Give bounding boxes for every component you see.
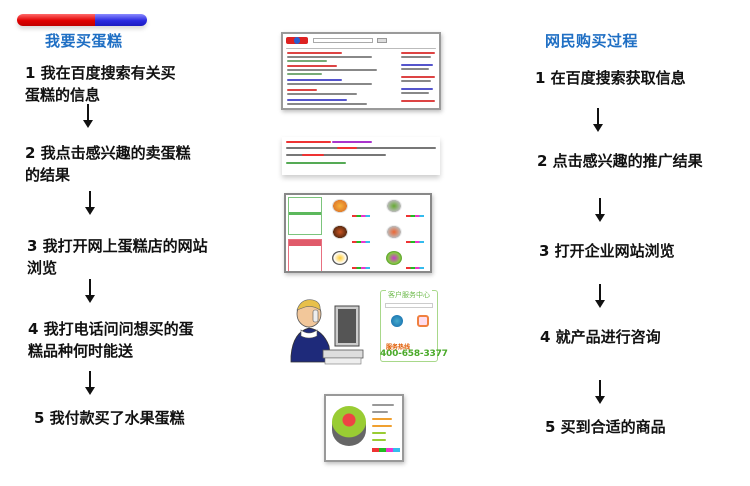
search-button-graphic xyxy=(377,38,387,43)
left-step-4-line1: 4 我打电话问问想买的蛋 xyxy=(28,320,194,338)
right-step-3: 3 打开企业网站浏览 xyxy=(539,242,675,260)
down-arrow-icon xyxy=(85,371,95,395)
down-arrow-icon xyxy=(595,380,605,404)
left-step-5: 5 我付款买了水果蛋糕 xyxy=(34,407,185,429)
right-step-4: 4 就产品进行咨询 xyxy=(540,328,661,346)
bar-red-segment xyxy=(17,14,95,26)
customer-service-title: 客户服务中心 xyxy=(386,290,432,300)
hotline-label: 服务热线 xyxy=(386,344,411,351)
left-step-3-line2: 浏览 xyxy=(27,259,58,277)
cake-shop-website-screenshot xyxy=(284,193,432,273)
search-box-graphic xyxy=(313,38,373,43)
left-step-1-line2: 蛋糕的信息 xyxy=(25,86,101,104)
cake-image xyxy=(386,225,402,239)
right-step-5: 5 买到合适的商品 xyxy=(545,418,666,436)
right-step-2: 2 点击感兴趣的推广结果 xyxy=(537,152,703,170)
left-step-2: 2 我点击感兴趣的卖蛋糕 的结果 xyxy=(25,142,191,186)
left-step-1: 1 我在百度搜索有关买 蛋糕的信息 xyxy=(25,62,176,106)
down-arrow-icon xyxy=(595,198,605,222)
down-arrow-icon xyxy=(85,279,95,303)
sponsored-ad-snippet-screenshot xyxy=(282,137,440,175)
down-arrow-icon xyxy=(595,284,605,308)
cake-image xyxy=(386,199,402,213)
dropdown-graphic xyxy=(385,303,433,308)
left-step-1-line1: 1 我在百度搜索有关买 xyxy=(25,64,176,82)
down-arrow-icon xyxy=(85,191,95,215)
left-step-5-line1: 5 我付款买了水果蛋糕 xyxy=(34,409,185,427)
bar-blue-segment xyxy=(95,14,147,26)
cake-product-screenshot xyxy=(324,394,404,462)
left-step-4-line2: 糕品种何时能送 xyxy=(28,342,134,360)
down-arrow-icon xyxy=(593,108,603,132)
left-column-title: 我要买蛋糕 xyxy=(45,32,123,50)
cake-image xyxy=(332,251,348,265)
customer-service-panel xyxy=(380,290,438,362)
baidu-search-results-screenshot xyxy=(281,32,441,110)
header-decorative-bar xyxy=(17,14,147,26)
left-step-3: 3 我打开网上蛋糕店的网站 浏览 xyxy=(27,235,208,279)
baidu-logo-icon xyxy=(286,37,308,44)
right-column-title: 网民购买过程 xyxy=(545,32,639,50)
msn-icon xyxy=(391,315,403,327)
cake-image xyxy=(332,225,348,239)
left-step-4: 4 我打电话问问想买的蛋 糕品种何时能送 xyxy=(28,318,194,362)
fruit-cake-image xyxy=(332,406,366,446)
cake-image xyxy=(386,251,402,265)
left-step-2-line2: 的结果 xyxy=(25,166,71,184)
right-step-1: 1 在百度搜索获取信息 xyxy=(535,69,686,87)
hotline-number: 400-658-3377 xyxy=(380,349,448,359)
online-chat-icon xyxy=(417,315,429,327)
cake-image xyxy=(332,199,348,213)
left-step-2-line1: 2 我点击感兴趣的卖蛋糕 xyxy=(25,144,191,162)
down-arrow-icon xyxy=(83,104,93,128)
customer-on-phone-illustration xyxy=(290,299,364,365)
left-step-3-line1: 3 我打开网上蛋糕店的网站 xyxy=(27,237,208,255)
